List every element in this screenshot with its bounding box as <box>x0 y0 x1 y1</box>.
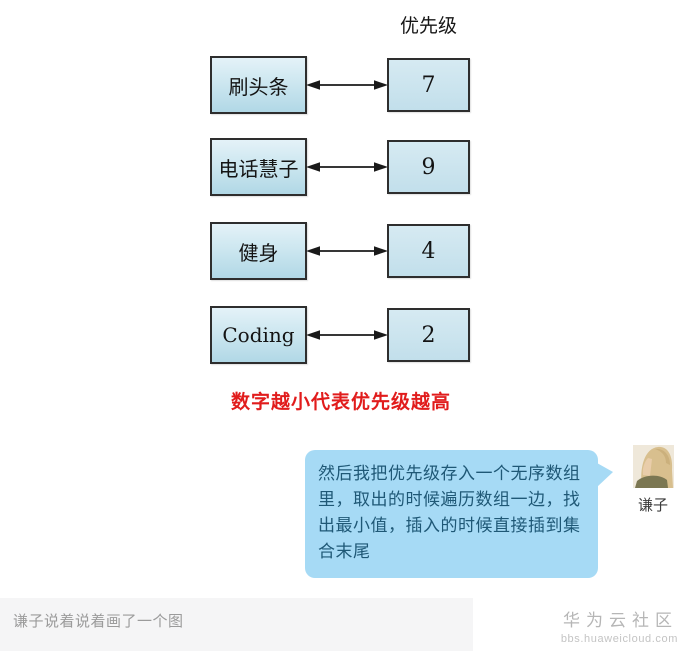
double-arrow-icon <box>306 162 388 172</box>
task-label: 刷头条 <box>228 74 289 99</box>
avatar <box>633 445 674 488</box>
priority-box: 7 <box>387 58 470 112</box>
chat-message-text: 然后我把优先级存入一个无序数组里，取出的时候遍历数组一边，找出最小值，插入的时候… <box>318 464 581 561</box>
task-label: 电话慧子 <box>218 156 299 181</box>
priority-box: 2 <box>387 308 470 362</box>
priority-value: 9 <box>421 154 436 180</box>
task-label: 健身 <box>238 240 279 265</box>
priority-value: 4 <box>421 238 436 264</box>
diagram-title: 优先级 <box>399 15 457 37</box>
priority-value: 2 <box>421 322 436 348</box>
watermark-url: bbs.huaweicloud.com <box>560 633 678 645</box>
person-avatar-image <box>633 445 674 488</box>
task-box-jianshen: 健身 <box>210 222 307 280</box>
watermark: 华为云社区 bbs.huaweicloud.com <box>561 606 678 645</box>
task-box-dianhua: 电话慧子 <box>210 138 307 196</box>
priority-value: 7 <box>421 72 436 98</box>
diagram-caption: 数字越小代表优先级越高 <box>230 392 451 413</box>
task-box-shuatoutiao: 刷头条 <box>210 56 307 114</box>
task-box-coding: Coding <box>210 306 307 364</box>
chat-bubble: 然后我把优先级存入一个无序数组里，取出的时候遍历数组一边，找出最小值，插入的时候… <box>305 450 613 578</box>
double-arrow-icon <box>306 246 388 256</box>
footer-caption: 谦子说着说着画了一个图 <box>13 613 184 630</box>
priority-box: 9 <box>387 140 470 194</box>
sender-name: 谦子 <box>637 497 668 514</box>
watermark-title: 华为云社区 <box>563 611 678 630</box>
double-arrow-icon <box>306 80 388 90</box>
double-arrow-icon <box>306 330 388 340</box>
priority-box: 4 <box>387 224 470 278</box>
footer-bar: 谦子说着说着画了一个图 <box>0 598 473 651</box>
task-label: Coding <box>222 323 295 347</box>
bubble-tail <box>597 463 613 487</box>
